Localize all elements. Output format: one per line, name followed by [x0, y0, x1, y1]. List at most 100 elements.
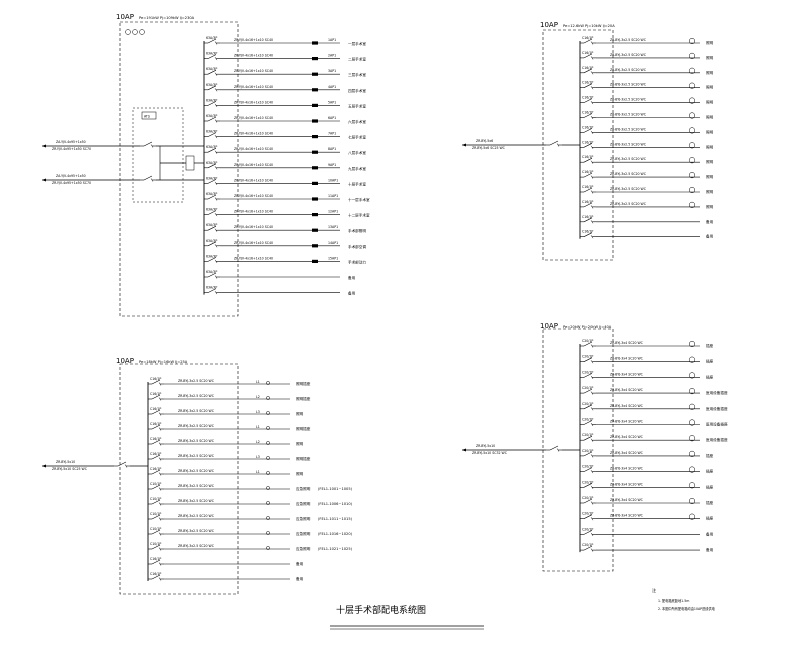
feeder-terminal [312, 135, 318, 139]
feeder-note: 备用 [706, 547, 714, 552]
lamp-icon [688, 97, 696, 104]
lamp-icon [688, 157, 696, 164]
feeder-cable: ZR-YJV-4x16+1x10 SC40 [234, 194, 273, 198]
feeder-cable: ZR-YJV-4x16+1x10 SC40 [234, 256, 273, 260]
feeder-breaker [580, 68, 596, 75]
breaker-rating: C16/1P [150, 392, 161, 396]
feeder-breaker [580, 435, 596, 442]
lamp-icon [688, 112, 696, 119]
breaker-rating: C16/1P [582, 51, 593, 55]
lamp-icon [688, 82, 696, 89]
feeder-note: 备用 [296, 561, 304, 566]
feeder-cable: ZR-BYJ-3x2.5 SC20 WC [178, 409, 215, 413]
feeder-breaker [580, 404, 596, 411]
feeder-breaker [148, 529, 164, 536]
feeder-breaker [580, 341, 596, 348]
feeder-note: 照明 [706, 70, 714, 75]
feeder-breaker [204, 69, 220, 76]
notes-block: 注 1. 配电箱底距地1.5m 2. 本图中所有配电箱均由10AP进线供电 [652, 587, 716, 611]
feeder-breaker [204, 257, 220, 264]
load-icon [266, 501, 270, 505]
breaker-rating: C16/1P [582, 36, 593, 40]
feeder-breaker [204, 194, 220, 201]
feeder-note: 应急照明 [296, 516, 311, 521]
feeder-phase: L1 [256, 425, 260, 429]
feeder-note: 十一层手术室 [348, 197, 370, 202]
feeder-cable: ZR-YJV-4x16+1x10 SC40 [234, 132, 273, 136]
feeder-breaker [580, 530, 596, 537]
breaker-rating: C20/1P [582, 355, 593, 359]
feeder-note: 备用 [348, 291, 356, 296]
feeder-breaker [580, 113, 596, 120]
breaker-rating: C20/1P [582, 512, 593, 516]
feeder-note: 插座 [706, 453, 714, 458]
feeder-breaker [148, 469, 164, 476]
feeder-cable: ZR-BYJ-3x4 SC20 WC [610, 341, 644, 345]
feeder-terminal [312, 41, 318, 45]
breaker-rating: 63A/3P [206, 52, 217, 56]
breaker-rating: C10/1P [150, 527, 161, 531]
feeder-note: 照明 [706, 129, 714, 134]
feeder-phase: L3 [256, 455, 260, 459]
feeder-cable: ZR-YJV-4x16+1x10 SC40 [234, 100, 273, 104]
feeder-breaker [580, 187, 596, 194]
panel-title: 10AP [540, 21, 558, 29]
feeder-cable: ZR-BYJ-3x4 SC20 WC [610, 467, 644, 471]
load-icon [266, 441, 270, 445]
breaker-rating: 63A/3P [206, 83, 217, 87]
feeder-cable: ZR-BYJ-3x2.5 SC20 WC [178, 439, 215, 443]
breaker-rating: C16/1P [582, 96, 593, 100]
meter-circle-icon [125, 29, 131, 35]
load-icon [266, 486, 270, 490]
lamp-icon [688, 356, 696, 363]
feeder-breaker [580, 545, 596, 552]
feeder-note: 手术部动力 [348, 259, 366, 264]
feeder-cable: ZR-BYJ-3x4 SC20 WC [610, 404, 644, 408]
breaker-rating: 63A/3P [206, 114, 217, 118]
load-icon [266, 546, 270, 550]
feeder-circuit-range: (FEL1-1021~1025) [318, 547, 353, 551]
feeder-cable: ZR-YJV-4x16+1x10 SC40 [234, 54, 273, 58]
lamp-icon [688, 482, 696, 489]
feeder-circuit-range: (FEL1-1016~1020) [318, 532, 353, 536]
incoming-cable-sub: ZR-YJV-4x95+1x50 SC70 [52, 181, 91, 185]
feeder-note: 照明 [706, 189, 714, 194]
feeder-note: 照明 [706, 85, 714, 90]
feeder-note: 照明 [706, 204, 714, 209]
feeder-breaker [148, 514, 164, 521]
lamp-icon [688, 372, 696, 379]
incoming-cable-sub: ZR-BYJ-5x6 SC25 WC [472, 146, 506, 150]
feeder-terminal [312, 244, 318, 248]
load-icon [266, 456, 270, 460]
feeder-breaker [204, 147, 220, 154]
feeder-terminal [312, 166, 318, 170]
feeder-cable: ZR-BYJ-3x4 SC20 WC [610, 357, 644, 361]
feeder-breaker [580, 172, 596, 179]
breaker-rating: C20/1P [582, 418, 593, 422]
feeder-breaker [204, 85, 220, 92]
feeder-dest: 1AP1 [328, 38, 336, 42]
feeder-note: 照明 [706, 40, 714, 45]
feeder-note: 插座 [706, 374, 714, 379]
feeder-cable: ZR-YJV-4x16+1x10 SC40 [234, 210, 273, 214]
incoming-breaker [546, 445, 562, 452]
feeder-cable: ZR-BYJ-3x4 SC20 WC [610, 420, 644, 424]
drawing-title: 十层手术部配电系统图 [336, 604, 426, 616]
